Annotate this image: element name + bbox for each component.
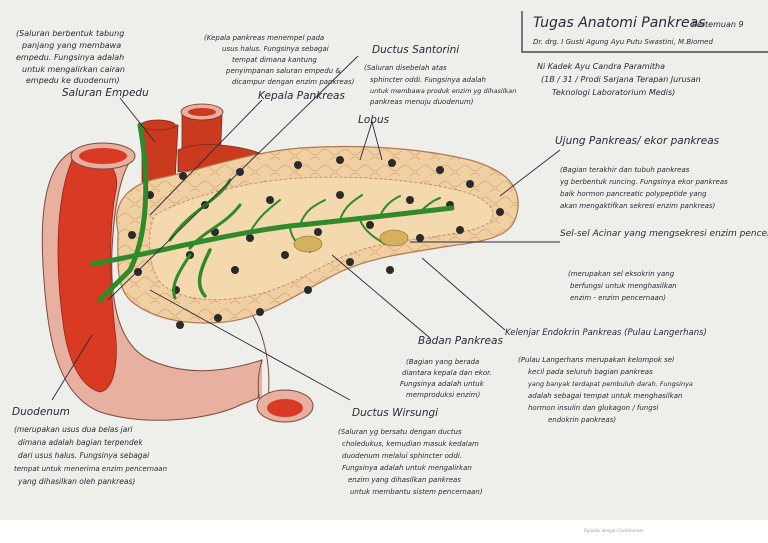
label-sel-asinar: Sel-sel Acinar yang mengsekresi enzim pe… [560, 229, 768, 302]
svg-text:penyimpanan saluran empedu &: penyimpanan saluran empedu & [225, 67, 341, 75]
svg-text:untuk membantu sistem pencerna: untuk membantu sistem pencernaan) [350, 488, 483, 496]
label-lobus: Lobus [358, 114, 390, 126]
student-info: Ni Kadek Ayu Candra Paramitha (1B / 31 /… [537, 62, 701, 97]
svg-text:akan mengaktifkan sekresi enzi: akan mengaktifkan sekresi enzim pankreas… [560, 202, 716, 210]
scan-footer: Dipindai dengan CamScanner [0, 520, 768, 543]
label-ekor-pankreas: Ujung Pankreas/ ekor pankreas (Bagian te… [555, 135, 728, 210]
duodenum-drawing [41, 142, 314, 423]
svg-text:(Saluran disebelah atas: (Saluran disebelah atas [364, 64, 447, 72]
svg-text:(merupakan sel eksokrin yang: (merupakan sel eksokrin yang [568, 270, 675, 278]
svg-text:Ujung Pankreas/ ekor pankreas: Ujung Pankreas/ ekor pankreas [555, 135, 720, 147]
student-class: (1B / 31 / Prodi Sarjana Terapan Jurusan [541, 75, 701, 84]
camscanner-watermark: Dipindai dengan CamScanner [584, 528, 644, 533]
svg-text:adalah sebagai tempat untuk me: adalah sebagai tempat untuk menghasilkan [528, 392, 682, 400]
svg-text:endokrin pankreas): endokrin pankreas) [548, 416, 616, 424]
svg-text:memproduksi enzim): memproduksi enzim) [406, 391, 480, 399]
acinar-clusters [293, 229, 409, 253]
svg-text:dicampur dengan enzim pankreas: dicampur dengan enzim pankreas) [232, 78, 355, 86]
svg-text:kecil pada seluruh bagian pank: kecil pada seluruh bagian pankreas [528, 368, 653, 376]
svg-text:diantara kepala dan ekor.: diantara kepala dan ekor. [402, 369, 492, 377]
svg-text:choledukus, kemudian masuk ked: choledukus, kemudian masuk kedalam [342, 440, 479, 448]
label-duodenum: Duodenum (merupakan usus dua belas jari … [12, 406, 167, 486]
svg-text:yg berbentuk runcing. Fungsiny: yg berbentuk runcing. Fungsinya ekor pan… [559, 178, 728, 186]
label-ductus-santorini: Ductus Santorini (Saluran disebelah atas… [364, 44, 516, 106]
svg-text:(Saluran yg bersatu dengan duc: (Saluran yg bersatu dengan ductus [338, 428, 462, 436]
svg-text:hormon insulin dan glukagon /: hormon insulin dan glukagon / fungsi [528, 404, 658, 412]
label-kepala-pankreas: (Kepala pankreas menempel pada usus halu… [204, 34, 355, 102]
pancreas-drawing [89, 122, 519, 329]
svg-text:untuk mengalirkan cairan: untuk mengalirkan cairan [22, 65, 125, 74]
svg-text:pankreas menuju duodenum): pankreas menuju duodenum) [369, 98, 474, 106]
leader-lines [51, 55, 561, 401]
svg-text:(Saluran berbentuk tabung: (Saluran berbentuk tabung [16, 29, 124, 38]
student-program: Teknologi Laboratorium Medis) [552, 88, 675, 97]
svg-text:empedu. Fungsinya adalah: empedu. Fungsinya adalah [16, 53, 124, 62]
student-name: Ni Kadek Ayu Candra Paramitha [537, 62, 665, 71]
svg-text:(Bagian terakhir dan tubuh pan: (Bagian terakhir dan tubuh pankreas [560, 166, 690, 174]
label-saluran-empedu: (Saluran berbentuk tabung panjang yang m… [16, 29, 149, 99]
svg-text:enzim - enzim pencernaan): enzim - enzim pencernaan) [570, 294, 666, 302]
svg-text:dimana adalah bagian terpendek: dimana adalah bagian terpendek [18, 438, 143, 447]
svg-text:Ductus Santorini: Ductus Santorini [372, 44, 459, 56]
svg-text:sphincter oddi. Fungsinya adal: sphincter oddi. Fungsinya adalah [370, 76, 486, 84]
pancreas-diagram: Tugas Anatomi Pankreas Pertemuan 9 Dr. d… [12, 11, 768, 496]
svg-text:Badan Pankreas: Badan Pankreas [418, 335, 503, 347]
svg-text:(merupakan usus dua belas jari: (merupakan usus dua belas jari [14, 425, 133, 434]
svg-text:untuk membawa produk enzim yg: untuk membawa produk enzim yg dihasilkan [370, 87, 516, 95]
pancreatic-ducts [89, 122, 455, 303]
label-pulau-langerhans: Kelenjar Endokrin Pankreas (Pulau Langer… [505, 328, 707, 424]
svg-text:yang banyak terdapat pembuluh: yang banyak terdapat pembuluh darah. Fun… [527, 380, 693, 388]
svg-text:empedu ke duodenum): empedu ke duodenum) [26, 76, 120, 85]
meeting-number: Pertemuan 9 [692, 20, 744, 29]
svg-text:(Kepala pankreas menempel pada: (Kepala pankreas menempel pada [204, 34, 324, 42]
svg-text:Kepala Pankreas: Kepala Pankreas [258, 90, 345, 102]
assignment-title: Tugas Anatomi Pankreas [533, 15, 706, 31]
lecturer-name: Dr. drg. I Gusti Agung Ayu Putu Swastini… [533, 38, 713, 46]
svg-text:(Bagian yang berada: (Bagian yang berada [406, 358, 479, 366]
label-ductus-wirsungi: Ductus Wirsungi (Saluran yg bersatu deng… [338, 407, 483, 496]
svg-text:Fungsinya adalah untuk: Fungsinya adalah untuk [400, 380, 485, 388]
worksheet-paper: Tugas Anatomi Pankreas Pertemuan 9 Dr. d… [0, 0, 768, 520]
svg-text:Fungsinya adalah untuk mengali: Fungsinya adalah untuk mengalirkan [342, 464, 472, 472]
blood-vessels [140, 103, 266, 183]
svg-text:Sel-sel Acinar yang mengsekres: Sel-sel Acinar yang mengsekresi enzim pe… [560, 229, 768, 239]
svg-text:Saluran Empedu: Saluran Empedu [62, 87, 149, 99]
svg-text:Duodenum: Duodenum [12, 406, 70, 418]
svg-text:panjang yang membawa: panjang yang membawa [21, 41, 121, 50]
svg-text:berfungsi untuk menghasilkan: berfungsi untuk menghasilkan [570, 282, 677, 290]
svg-text:usus halus. Fungsinya sebagai: usus halus. Fungsinya sebagai [222, 45, 329, 53]
svg-text:yang dihasilkan oleh pankreas): yang dihasilkan oleh pankreas) [17, 477, 135, 486]
svg-text:baik hormon pancreatic polypep: baik hormon pancreatic polypeptide yang [560, 190, 707, 198]
svg-text:dari usus halus. Fungsinya seb: dari usus halus. Fungsinya sebagai [18, 451, 150, 460]
svg-text:tempat dimana kantung: tempat dimana kantung [232, 56, 317, 64]
svg-text:(Pulau Langerhans merupakan ke: (Pulau Langerhans merupakan kelompok sel [518, 356, 674, 364]
svg-text:Ductus Wirsungi: Ductus Wirsungi [352, 407, 438, 419]
title-box: Tugas Anatomi Pankreas Pertemuan 9 Dr. d… [521, 11, 768, 53]
label-badan-pankreas: Badan Pankreas (Bagian yang berada diant… [400, 335, 503, 399]
svg-text:Kelenjar Endokrin Pankreas (Pu: Kelenjar Endokrin Pankreas (Pulau Langer… [505, 328, 707, 338]
svg-text:tempat untuk menerima enzim pe: tempat untuk menerima enzim pencernaan [14, 465, 167, 473]
svg-text:enzim yang dihasilkan pankreas: enzim yang dihasilkan pankreas [348, 476, 461, 484]
svg-text:duodenum melalui sphincter odd: duodenum melalui sphincter oddi. [342, 452, 462, 460]
